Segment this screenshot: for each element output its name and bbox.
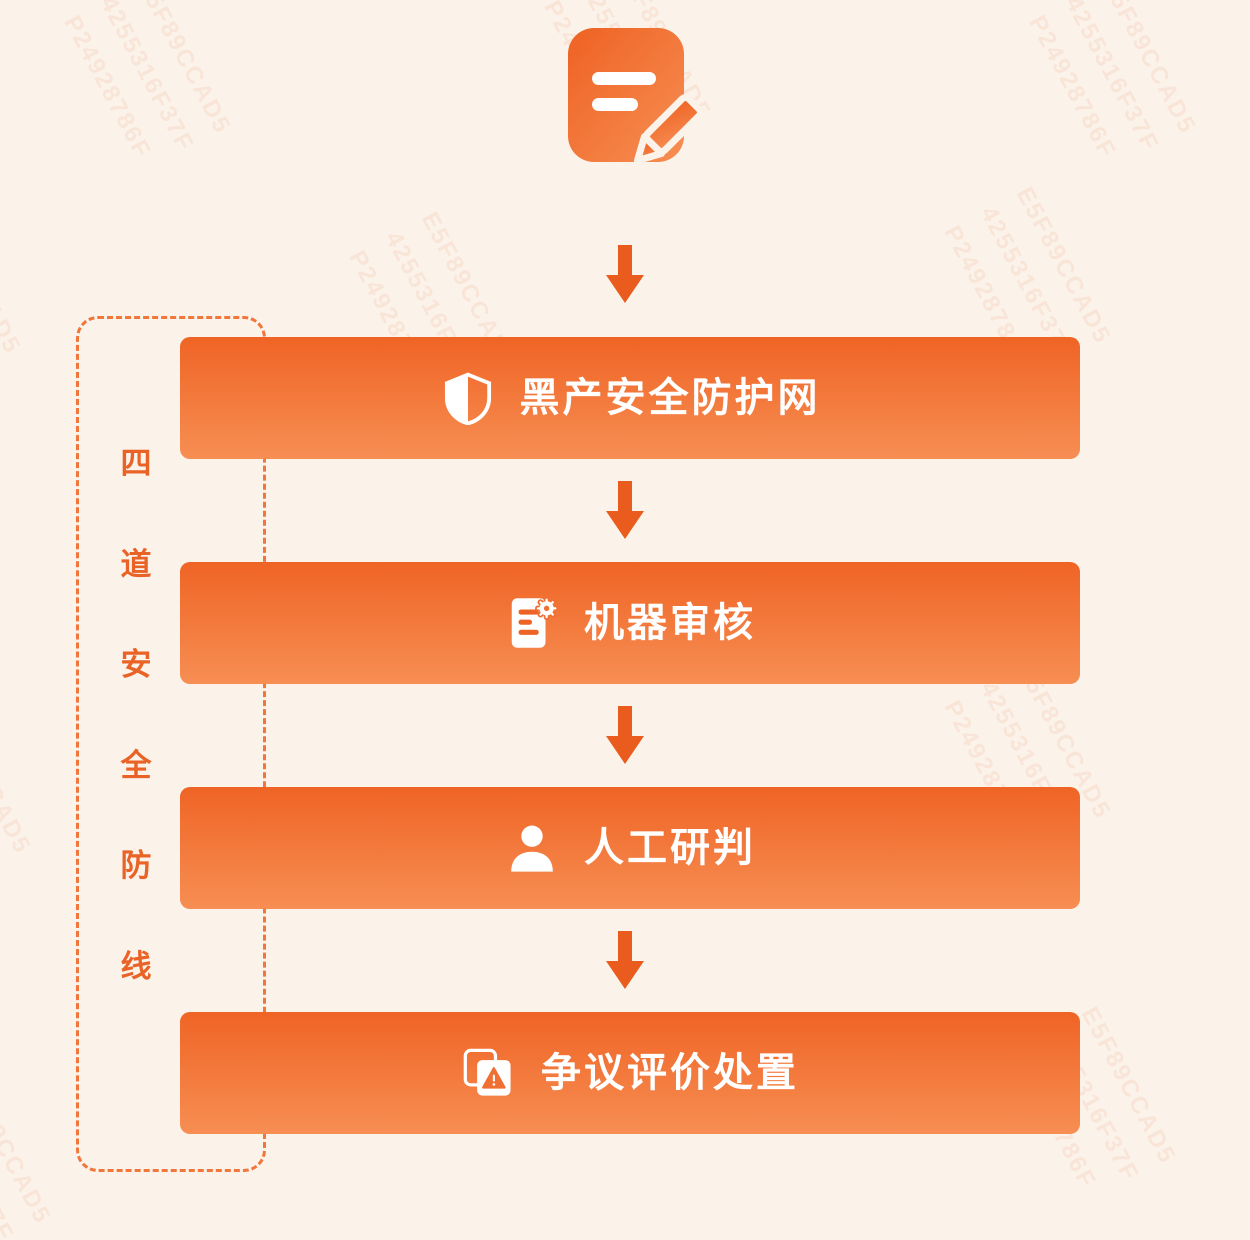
step-label: 黑产安全防护网 (519, 376, 821, 420)
watermark-text: E5F89CCAD5 4255316F37F P24928786F (0, 1062, 57, 1240)
step-label: 人工研判 (584, 826, 756, 870)
down-arrow-icon (605, 245, 645, 303)
side-label-char: 安 (120, 647, 152, 683)
side-label-char: 全 (120, 747, 152, 783)
four-defense-lines-frame (76, 316, 266, 1172)
side-label-four-defense-lines: 四 道 安 全 防 线 (112, 438, 160, 986)
step-machine-review: 机器审核 (180, 562, 1080, 684)
side-label-char: 道 (120, 546, 152, 582)
down-arrow-icon (605, 481, 645, 539)
side-label-char: 防 (120, 848, 152, 884)
step-manual-judgement: 人工研判 (180, 787, 1080, 909)
down-arrow-icon (605, 931, 645, 989)
note-edit-icon (548, 20, 712, 192)
step-label: 争议评价处置 (541, 1051, 799, 1095)
watermark-text: E5F89CCAD5 4255316F37F P24928786F (0, 192, 27, 359)
down-arrow-icon (605, 706, 645, 764)
document-gear-icon (504, 595, 560, 651)
watermark-text: E5F89CCAD5 4255316F37F P24928786F (0, 692, 37, 859)
watermark-text: E5F89CCAD5 4255316F37F P24928786F (58, 0, 237, 163)
step-security-net: 黑产安全防护网 (180, 337, 1080, 459)
step-dispute-handling: 争议评价处置 (180, 1012, 1080, 1134)
person-icon (504, 820, 560, 876)
warning-cards-icon (461, 1045, 517, 1101)
side-label-char: 线 (120, 948, 152, 984)
step-label: 机器审核 (584, 601, 756, 645)
watermark-text: E5F89CCAD5 4255316F37F P24928786F (1023, 0, 1202, 163)
shield-icon (440, 370, 496, 426)
side-label-char: 四 (120, 446, 152, 481)
